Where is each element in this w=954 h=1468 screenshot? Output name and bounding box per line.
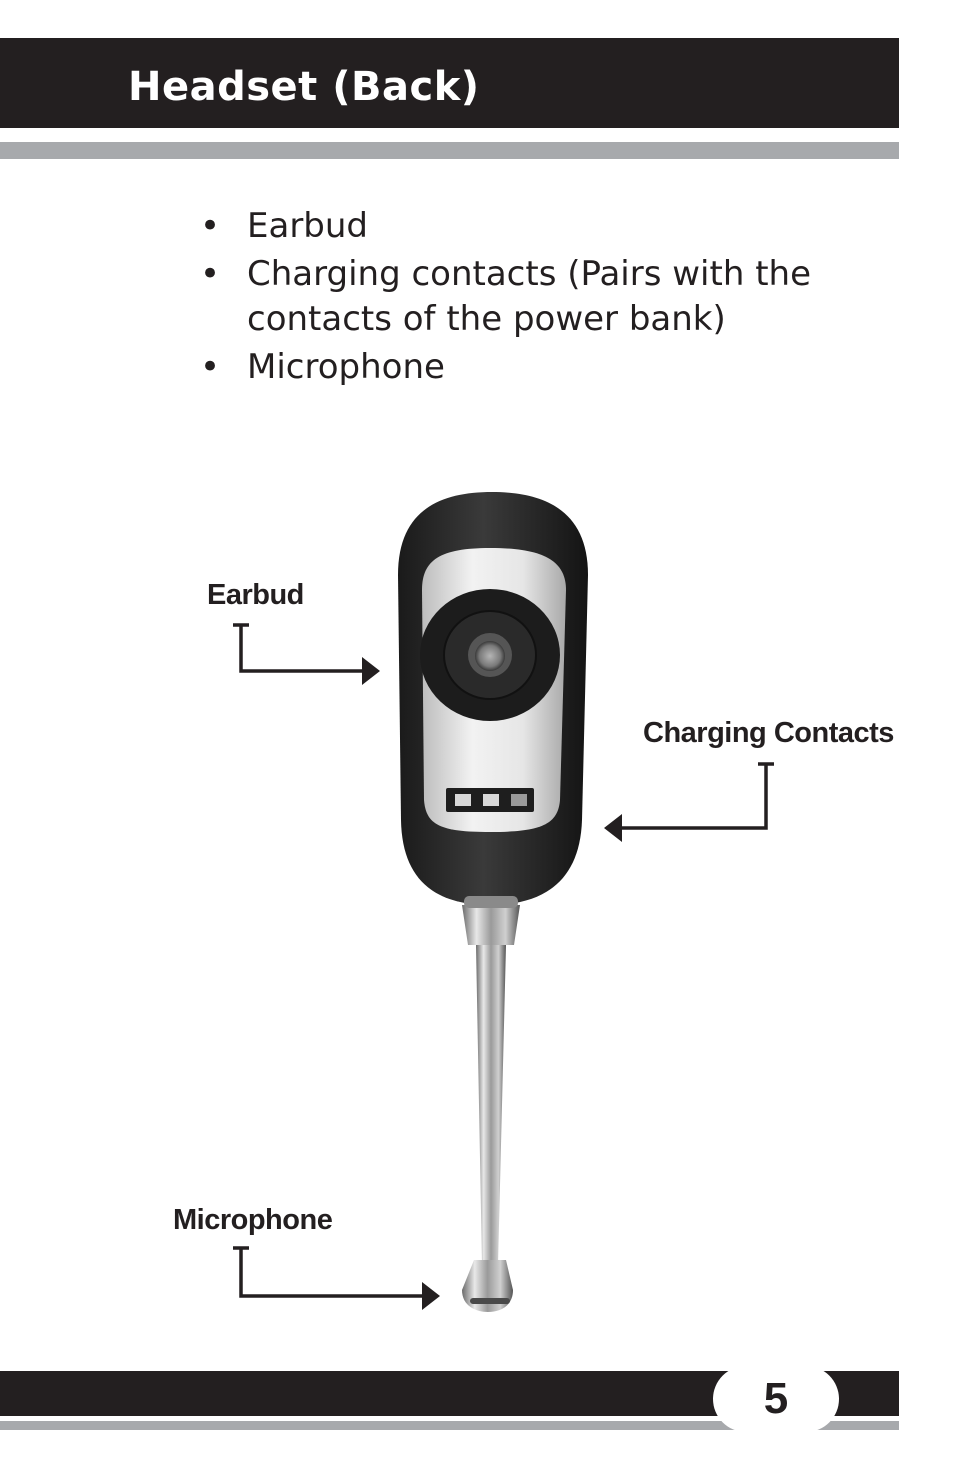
headset-illustration <box>398 492 588 1312</box>
bullet-marker: • <box>200 254 221 294</box>
charging-contact <box>483 794 499 806</box>
microphone-boom <box>476 945 506 1265</box>
bullet-marker: • <box>200 206 221 246</box>
microphone-tip <box>462 1260 513 1312</box>
feature-list: • Earbud • Charging contacts (Pairs with t… <box>200 204 880 393</box>
list-item-text: Earbud <box>247 206 369 246</box>
microphone-label: Microphone <box>173 1204 333 1236</box>
earbud-mesh <box>475 641 505 671</box>
list-item-text: Charging contacts (Pairs with the contac… <box>247 254 811 339</box>
earbud-arrow <box>233 623 380 685</box>
header-bar <box>0 38 899 128</box>
page-number: 5 <box>763 1374 789 1423</box>
earbud-label: Earbud <box>207 579 304 611</box>
header-stripe <box>0 142 899 159</box>
page-number-pill <box>713 1366 839 1432</box>
list-item: • Microphone <box>200 345 880 390</box>
boom-collar <box>462 905 520 945</box>
microphone-arrow <box>233 1246 440 1310</box>
charging-contact <box>511 794 527 806</box>
charging-contacts-arrow <box>604 762 774 842</box>
page-title: Headset (Back) <box>128 64 480 110</box>
charging-contact <box>455 794 471 806</box>
bullet-marker: • <box>200 347 221 387</box>
charging-contacts-label: Charging Contacts <box>643 717 894 749</box>
footer-stripe <box>0 1421 899 1430</box>
list-item: • Earbud <box>200 204 880 249</box>
list-item-text: Microphone <box>247 347 445 387</box>
list-item: • Charging contacts (Pairs with the conta… <box>200 252 880 342</box>
